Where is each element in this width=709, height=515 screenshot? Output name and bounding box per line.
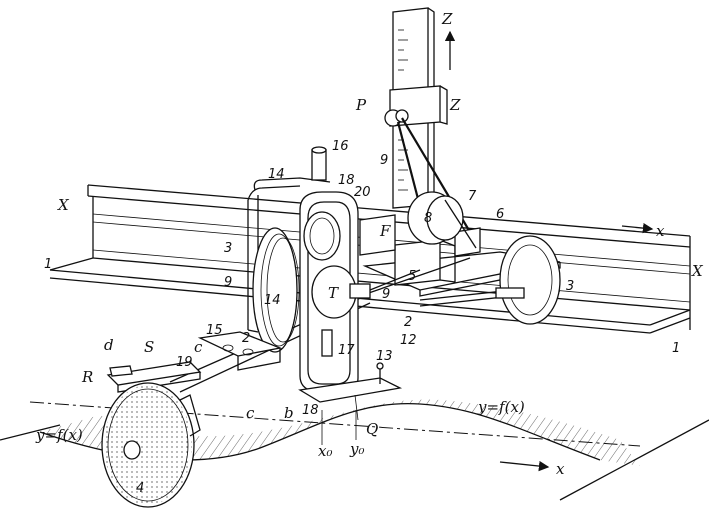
label-n7: 7: [468, 189, 477, 204]
label-n1-left: 1: [44, 257, 52, 272]
label-p: P: [355, 96, 367, 114]
label-n14-mid: 14: [264, 293, 281, 308]
label-n6: 6: [496, 207, 504, 222]
label-n18-top: 18: [338, 173, 355, 188]
label-n1-right: 1: [672, 341, 680, 356]
label-n9-rod: 9: [380, 153, 388, 168]
lever-q: [298, 362, 403, 421]
label-x-axis-bottom: x: [556, 460, 565, 478]
label-c1: c: [194, 338, 203, 356]
label-c2: c: [246, 404, 255, 422]
label-d: d: [104, 336, 114, 354]
labels: X X Z Z P F T S R Q d c c b x x x₀ y₀ y=…: [35, 10, 704, 496]
arm-s: [106, 361, 202, 393]
drum-t: [303, 211, 421, 319]
label-n13: 13: [376, 349, 393, 364]
label-n14-top: 14: [268, 167, 285, 182]
label-n12: 12: [400, 333, 417, 348]
post-17: [321, 329, 333, 357]
post-16: [311, 146, 327, 181]
block-15: [197, 331, 283, 371]
label-n16: 16: [332, 139, 349, 154]
label-n19: 19: [176, 355, 193, 370]
label-n3-left: 3: [224, 241, 232, 256]
block-f: [359, 214, 471, 297]
label-n17: 17: [338, 343, 355, 358]
label-f: F: [379, 222, 391, 240]
label-curve-right: y=f(x): [477, 398, 525, 416]
disc-14: [252, 227, 300, 353]
disc-8: [407, 191, 477, 249]
label-t: T: [328, 284, 339, 302]
label-z-rod: Z: [441, 10, 453, 28]
label-n9-mid: 9: [382, 287, 390, 302]
wheel-3-right: [495, 235, 561, 325]
label-q: Q: [366, 420, 378, 438]
label-n9-left: 9: [224, 275, 232, 290]
label-n18-bot: 18: [302, 403, 319, 418]
rail-x: [49, 184, 691, 334]
label-n2-b: 2: [404, 315, 412, 330]
label-x-right: X: [691, 262, 704, 280]
label-x-left: X: [57, 196, 70, 214]
label-y0: y₀: [349, 440, 365, 458]
label-n5: 5: [408, 269, 416, 284]
label-n2-a: 2: [242, 331, 250, 346]
label-r: R: [81, 368, 93, 386]
label-z-block: Z: [449, 96, 461, 114]
label-x-axis-top: x: [656, 222, 665, 240]
label-n4: 4: [136, 481, 144, 496]
label-n3-right: 3: [566, 279, 574, 294]
label-n20: 20: [354, 185, 371, 200]
wheel-4: [101, 382, 201, 508]
label-x0: x₀: [318, 442, 332, 460]
label-n8: 8: [424, 211, 432, 226]
label-curve-left: y=f(x): [35, 426, 83, 444]
label-s: S: [144, 338, 154, 356]
label-n15: 15: [206, 323, 223, 338]
label-b: b: [284, 404, 294, 422]
